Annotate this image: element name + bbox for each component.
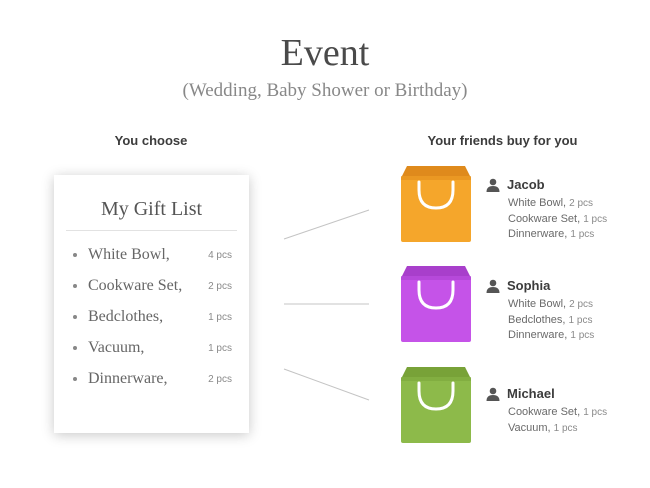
connector-line-michael: [283, 368, 370, 401]
shopping-bag-icon: [401, 166, 471, 242]
gift-list-divider: [66, 230, 237, 231]
friend-item: White Bowl, 2 pcs: [508, 297, 636, 313]
bullet-icon: [73, 253, 77, 257]
friend-item: Dinnerware, 1 pcs: [508, 328, 636, 344]
friend-item-name: Dinnerware,: [508, 329, 568, 341]
shopping-bag-icon: [401, 266, 471, 342]
friend-item-name: White Bowl,: [508, 197, 567, 209]
gift-list-item: Bedclothes, 1 pcs: [54, 307, 249, 329]
friend-item: White Bowl, 2 pcs: [508, 196, 636, 212]
friend-item-name: Vacuum,: [508, 421, 551, 434]
gift-item-name: Cookware Set,: [88, 277, 183, 294]
friend-item-name: White Bowl,: [508, 298, 567, 310]
friend-item-quantity: 1 pcs: [570, 229, 595, 240]
page-subtitle: (Wedding, Baby Shower or Birthday): [182, 80, 468, 101]
friend-item-quantity: 1 pcs: [570, 330, 595, 341]
connector-line-jacob: [283, 209, 370, 240]
left-column-heading: You choose: [114, 133, 188, 148]
gift-list-item: Cookware Set, 2 pcs: [54, 276, 249, 298]
friend-item: Cookware Set, 1 pcs: [508, 405, 636, 421]
friend-item: Dinnerware, 1 pcs: [508, 227, 636, 243]
friend-name: Michael: [507, 386, 555, 401]
friend-item-name: Bedclothes,: [508, 313, 566, 326]
person-icon: [486, 178, 500, 192]
friend-item-name: Cookware Set,: [508, 212, 581, 225]
gift-item-quantity: 1 pcs: [208, 312, 232, 323]
person-icon: [486, 387, 500, 401]
gift-list-item: Vacuum, 1 pcs: [54, 338, 249, 360]
friend-item-quantity: 1 pcs: [553, 422, 578, 434]
gift-list-item: White Bowl, 4 pcs: [54, 245, 249, 267]
gift-item-quantity: 2 pcs: [208, 374, 232, 385]
bullet-icon: [73, 377, 77, 381]
right-column-heading: Your friends buy for you: [427, 133, 578, 148]
friend-name: Jacob: [507, 177, 545, 192]
friend-item-quantity: 2 pcs: [569, 299, 594, 310]
friend-item-name: Cookware Set,: [508, 406, 581, 418]
gift-item-name: Dinnerware,: [88, 370, 168, 387]
gift-item-quantity: 1 pcs: [208, 343, 232, 354]
gift-item-name: White Bowl,: [88, 246, 170, 263]
friend-name: Sophia: [507, 278, 551, 293]
friend-item: Cookware Set, 1 pcs: [508, 212, 636, 228]
shopping-bag-icon: [401, 367, 471, 443]
bullet-icon: [73, 315, 77, 319]
page-title: Event: [280, 32, 370, 74]
friend-item-quantity: 1 pcs: [583, 407, 608, 418]
friend-item: Vacuum, 1 pcs: [508, 421, 636, 437]
friend-item: Bedclothes, 1 pcs: [508, 313, 636, 329]
bullet-icon: [73, 284, 77, 288]
gift-list-item: Dinnerware, 2 pcs: [54, 369, 249, 391]
gift-item-name: Vacuum,: [88, 339, 145, 356]
gift-list-title: My Gift List: [100, 198, 203, 220]
gift-item-quantity: 2 pcs: [208, 281, 232, 292]
gift-item-quantity: 4 pcs: [208, 250, 232, 261]
friend-item-quantity: 1 pcs: [583, 213, 608, 225]
friend-item-name: Dinnerware,: [508, 228, 568, 240]
friend-item-quantity: 1 pcs: [568, 314, 593, 326]
friend-item-quantity: 2 pcs: [569, 198, 594, 209]
gift-item-name: Bedclothes,: [88, 308, 164, 325]
person-icon: [486, 279, 500, 293]
bullet-icon: [73, 346, 77, 350]
